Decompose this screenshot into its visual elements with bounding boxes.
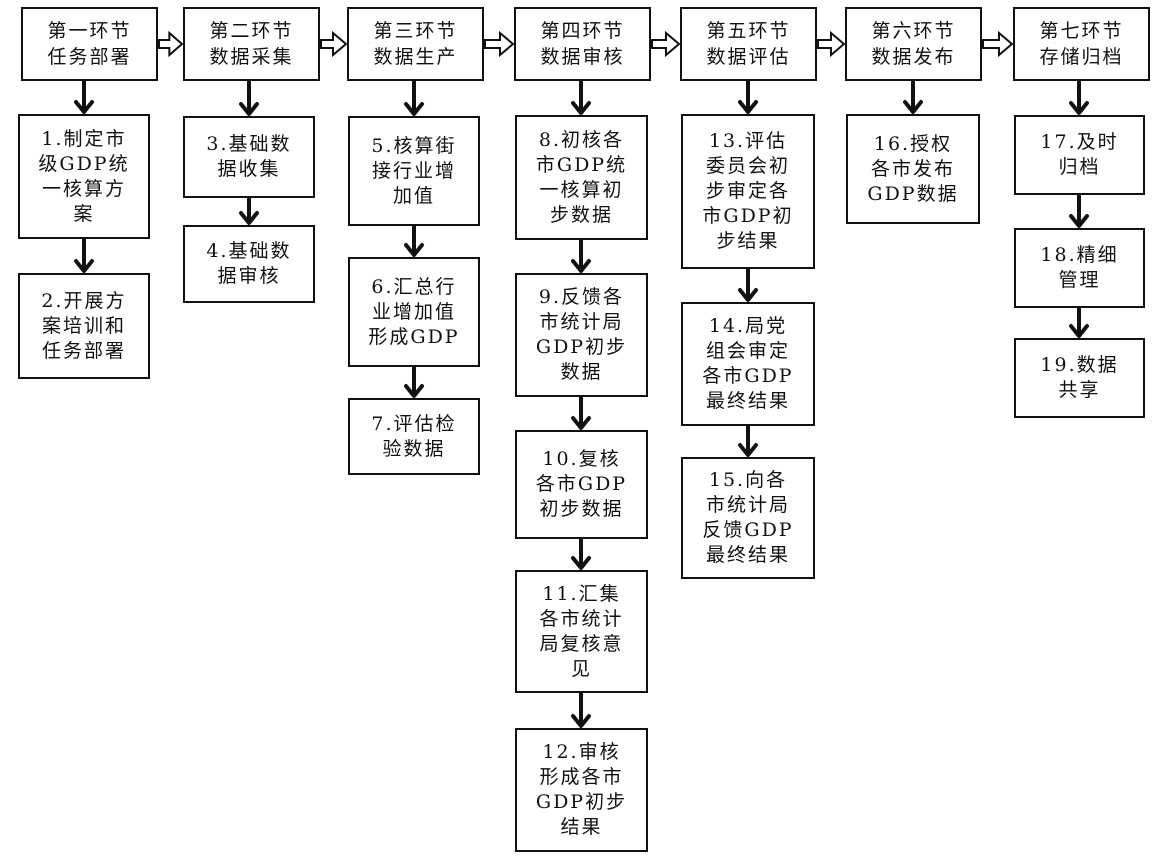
down-arrow-head-9: [571, 259, 591, 273]
step-10-label: 10.复核 各市GDP 初步数据: [535, 448, 628, 520]
stage-7-box: 第七环节 存储归档: [1013, 7, 1150, 81]
down-arrow-head-13: [738, 100, 758, 114]
stage-2-label: 第二环节 数据采集: [209, 20, 294, 68]
down-arrow-head-4: [239, 211, 259, 225]
step-9-label: 9.反馈各 市统计局 GDP初步 数据: [535, 286, 628, 383]
step-14-box: 14.局党 组会审定 各市GDP 最终结果: [681, 302, 815, 426]
stage-arrow-1: [158, 30, 184, 58]
step-18-label: 18.精细 管理: [1040, 244, 1119, 291]
stage-arrow-4: [651, 30, 681, 58]
step-7-label: 7.评估检 验数据: [371, 412, 457, 460]
stage-1-box: 第一环节 任务部署: [21, 7, 158, 81]
down-arrow-head-7: [404, 384, 424, 398]
stage-5-label: 第五环节 数据评估: [706, 20, 791, 68]
stage-4-box: 第四环节 数据审核: [514, 7, 651, 81]
step-12-label: 12.审核 形成各市 GDP初步 结果: [535, 741, 628, 838]
step-12-box: 12.审核 形成各市 GDP初步 结果: [515, 728, 648, 852]
down-arrow-head-15: [738, 443, 758, 457]
step-10-box: 10.复核 各市GDP 初步数据: [515, 430, 648, 539]
step-6-box: 6.汇总行 业增加值 形成GDP: [348, 257, 480, 367]
step-8-label: 8.初核各 市GDP统 一核算初 步数据: [535, 128, 628, 226]
stage-4-label: 第四环节 数据审核: [540, 20, 625, 68]
step-19-label: 19.数据 共享: [1040, 354, 1119, 401]
stage-arrow-2: [320, 30, 348, 58]
down-arrow-head-11: [571, 556, 591, 570]
down-arrow-head-1: [74, 100, 94, 114]
step-15-label: 15.向各 市统计局 反馈GDP 最终结果: [702, 469, 794, 566]
stage-6-label: 第六环节 数据发布: [871, 20, 956, 68]
down-arrow-head-2: [74, 259, 94, 273]
step-17-box: 17.及时 归档: [1014, 115, 1145, 195]
step-5-box: 5.核算街 接行业增 加值: [348, 116, 480, 226]
step-7-box: 7.评估检 验数据: [348, 398, 480, 475]
step-16-label: 16.授权 各市发布 GDP数据: [867, 132, 959, 205]
stage-6-box: 第六环节 数据发布: [845, 7, 982, 81]
step-11-label: 11.汇集 各市统计 局复核意 见: [539, 582, 624, 680]
step-1-label: 1.制定市 级GDP统 一核算方 案: [38, 127, 130, 225]
down-arrow-head-3: [239, 102, 259, 116]
step-3-label: 3.基础数 据收集: [206, 133, 292, 180]
stage-7-label: 第七环节 存储归档: [1039, 20, 1124, 68]
step-1-box: 1.制定市 级GDP统 一核算方 案: [18, 114, 150, 239]
step-3-box: 3.基础数 据收集: [183, 116, 315, 198]
step-2-box: 2.开展方 案培训和 任务部署: [18, 273, 150, 379]
step-5-label: 5.核算街 接行业增 加值: [371, 134, 457, 207]
step-17-label: 17.及时 归档: [1040, 131, 1119, 178]
step-4-box: 4.基础数 据审核: [183, 225, 315, 303]
down-arrow-head-19: [1069, 324, 1089, 338]
stage-1-label: 第一环节 任务部署: [47, 20, 132, 68]
down-arrow-head-6: [404, 243, 424, 257]
step-8-box: 8.初核各 市GDP统 一核算初 步数据: [515, 115, 648, 240]
step-4-label: 4.基础数 据审核: [206, 240, 292, 287]
stage-arrow-5: [817, 30, 846, 58]
stage-arrow-6: [982, 30, 1014, 58]
down-arrow-head-5: [404, 102, 424, 116]
step-19-box: 19.数据 共享: [1014, 338, 1145, 418]
stage-3-box: 第三环节 数据生产: [347, 7, 484, 81]
stage-arrow-3: [484, 30, 515, 58]
down-arrow-head-16: [903, 100, 923, 114]
step-9-box: 9.反馈各 市统计局 GDP初步 数据: [515, 273, 648, 397]
step-14-label: 14.局党 组会审定 各市GDP 最终结果: [702, 315, 794, 412]
down-arrow-head-10: [571, 416, 591, 430]
step-15-box: 15.向各 市统计局 反馈GDP 最终结果: [681, 457, 815, 579]
step-11-box: 11.汇集 各市统计 局复核意 见: [515, 570, 648, 693]
step-16-box: 16.授权 各市发布 GDP数据: [846, 114, 980, 224]
stage-2-box: 第二环节 数据采集: [183, 7, 320, 81]
down-arrow-head-17: [1069, 101, 1089, 115]
stage-5-box: 第五环节 数据评估: [680, 7, 817, 81]
step-13-label: 13.评估 委员会初 步审定各 市GDP初 步结果: [702, 130, 794, 252]
down-arrow-head-14: [738, 288, 758, 302]
step-13-box: 13.评估 委员会初 步审定各 市GDP初 步结果: [681, 114, 815, 269]
down-arrow-head-18: [1069, 214, 1089, 228]
step-2-label: 2.开展方 案培训和 任务部署: [41, 289, 127, 362]
stage-3-label: 第三环节 数据生产: [373, 20, 458, 68]
step-18-box: 18.精细 管理: [1014, 228, 1145, 308]
step-6-label: 6.汇总行 业增加值 形成GDP: [368, 275, 460, 348]
down-arrow-head-12: [571, 714, 591, 728]
down-arrow-head-8: [571, 101, 591, 115]
